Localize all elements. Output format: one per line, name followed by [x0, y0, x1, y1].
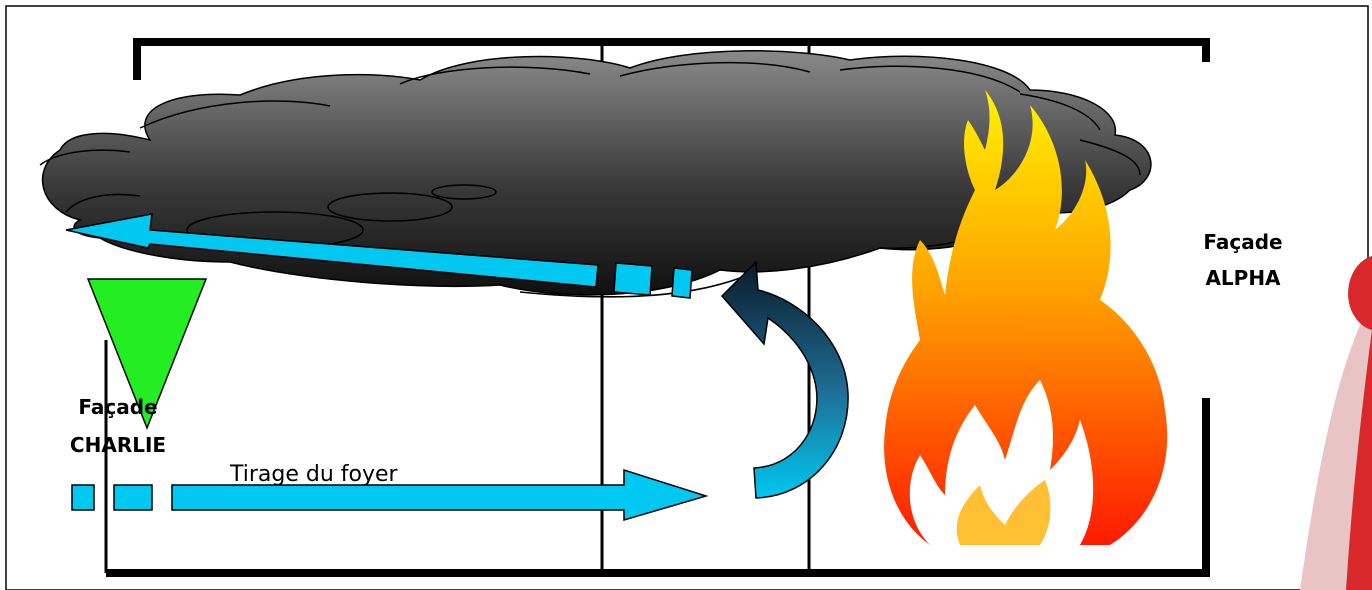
tirage-label: Tirage du foyer	[229, 462, 399, 487]
flame-icon	[884, 90, 1168, 545]
corner-accent	[1300, 256, 1372, 590]
down-triangle-icon	[86, 278, 208, 431]
curl-arrow	[720, 260, 849, 499]
smoke-flow-arrow	[65, 213, 693, 299]
facade-alpha-label-line1: Façade	[1203, 230, 1282, 254]
facade-alpha-label-line2: ALPHA	[1205, 266, 1281, 290]
facade-charlie-label-line1: Façade	[78, 395, 157, 419]
smoke-cloud-icon	[39, 50, 1152, 298]
draft-arrow	[71, 468, 709, 522]
top-wall	[133, 38, 1210, 80]
facade-charlie-label-line2: CHARLIE	[70, 433, 166, 457]
